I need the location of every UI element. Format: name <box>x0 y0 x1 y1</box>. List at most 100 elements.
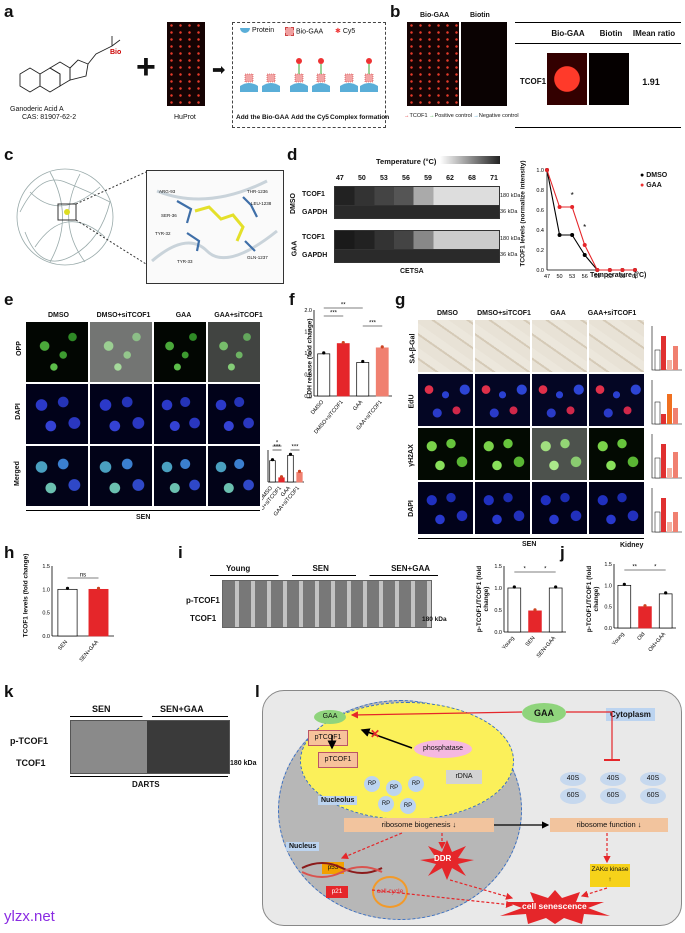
d-blot-gapdh-dmso <box>334 205 500 219</box>
ichart-sig-label: * <box>523 567 526 573</box>
d-x-tick: 59 <box>594 274 600 280</box>
panel-label-k: k <box>4 682 14 701</box>
g-img <box>532 482 587 534</box>
k-band-ptcof1: p-TCOF1 <box>10 736 48 746</box>
d-y-tick: 0.8 <box>536 188 544 194</box>
phosphatase-node: phosphatase <box>414 740 472 758</box>
d-temp: 62 <box>446 175 454 182</box>
e-img <box>90 322 152 382</box>
k-group-lines <box>70 716 228 717</box>
d-band-tcof1-1: TCOF1 <box>302 191 325 198</box>
g-sen-label: SEN <box>522 541 537 548</box>
i-blot <box>222 580 432 628</box>
d-x-tick: 62 <box>607 274 613 280</box>
d-point <box>570 205 575 209</box>
d-temp: 53 <box>380 175 388 182</box>
res-tyr32: TYR-32 <box>155 231 171 236</box>
jchart-sig-label: ** <box>632 565 637 571</box>
i-kda: 180 kDa <box>422 616 447 623</box>
d-x-tick: 65 <box>619 274 625 280</box>
g-img <box>475 320 530 372</box>
d-series-line <box>546 169 635 271</box>
d-group-gaa: GAA <box>291 240 299 257</box>
k-band-tcof1: TCOF1 <box>16 758 46 768</box>
d-point <box>545 168 549 172</box>
res-leu1238: LEU-1238 <box>251 201 272 206</box>
b-tcof1-biotin-spot <box>589 53 629 105</box>
g-img <box>532 320 587 372</box>
b-legend: →TCOF1 →Positive control →Negative contr… <box>404 113 519 119</box>
e-col: GAA+siTCOF1 <box>214 312 263 319</box>
bio-tag: Bio <box>110 49 121 56</box>
ribosome-biogenesis-box: ribosome biogenesis ↓ <box>344 818 494 832</box>
d-y-tick: 0.6 <box>536 208 544 214</box>
huprot-array-image <box>167 22 205 106</box>
echart-bar <box>269 460 276 483</box>
e-img <box>154 322 206 382</box>
d-point <box>557 233 562 237</box>
b-tcof1-bio-spot <box>547 53 587 105</box>
d-sig: * <box>571 191 574 200</box>
fchart-x-label: GAA <box>352 399 364 412</box>
k-group-sen: SEN <box>92 704 111 714</box>
cytoplasm-label: Cytoplasm <box>606 708 655 721</box>
s40-node: 40S <box>560 772 586 786</box>
fchart-point <box>361 359 365 364</box>
echart-sig-label: *** <box>291 445 299 451</box>
ichart-point <box>554 585 558 589</box>
e-img <box>154 384 206 444</box>
s40-node: 40S <box>600 772 626 786</box>
j-ylabel: p-TCOF1/TCOF1 (fold change) <box>586 565 600 633</box>
rp-node: RP <box>378 796 394 812</box>
g-row: γH2AX <box>407 444 415 467</box>
ichart-point <box>533 608 537 612</box>
d-blot-tcof1-gaa <box>334 230 500 250</box>
hchart-y-tick: 0.0 <box>42 634 50 640</box>
zoom-lines <box>76 171 146 265</box>
d-kda-4: 36 kDa <box>500 252 518 258</box>
d-band-gapdh-2: GAPDH <box>302 252 328 259</box>
jchart-bar <box>638 606 652 629</box>
echart-sig-label: *** <box>273 445 281 451</box>
e-img <box>26 446 88 506</box>
d-temp-gradient <box>440 156 500 164</box>
e-sen-label: SEN <box>136 514 151 521</box>
g-img <box>532 428 587 480</box>
d-temp: 50 <box>358 175 366 182</box>
echart-point <box>288 452 293 456</box>
panel-label-i: i <box>178 543 183 562</box>
panel-label-d: d <box>287 145 298 164</box>
g-col: DMSO+siTCOF1 <box>477 310 531 317</box>
step-3-label: Complex formation <box>330 114 390 121</box>
rp-node: RP <box>364 776 380 792</box>
b-bio-gaa-array <box>407 22 459 106</box>
gaa-node: GAA <box>522 703 566 723</box>
d-legend-dmso: ● DMSO <box>640 172 668 179</box>
g-row: SA-β-Gal <box>409 333 417 364</box>
k-method: DARTS <box>132 780 160 789</box>
fchart-bar <box>375 347 389 397</box>
e-img <box>90 384 152 444</box>
g-img <box>475 374 530 426</box>
protein-structure <box>16 168 114 266</box>
d-group-dmso: DMSO <box>290 193 297 214</box>
legend-cy5: ✱ Cy5 <box>335 28 356 35</box>
array-label: HuProt <box>174 114 196 121</box>
ichart-point <box>512 585 516 589</box>
step-1-label: Add the Bio-GAA <box>236 114 290 121</box>
panel-label-c: c <box>4 145 14 164</box>
d-point <box>582 253 587 257</box>
d-point <box>633 268 637 272</box>
fchart-y-tick: 2.0 <box>304 308 312 314</box>
echart-bar <box>287 454 294 483</box>
rp-node: RP <box>408 776 424 792</box>
d-chart-ylabel: TCOF1 levels (normalize intensity) <box>519 160 527 267</box>
b-img1-title: Bio-GAA <box>420 12 450 19</box>
g-img <box>589 428 644 480</box>
e-col: DMSO <box>48 312 69 319</box>
k-method-line <box>70 776 228 777</box>
